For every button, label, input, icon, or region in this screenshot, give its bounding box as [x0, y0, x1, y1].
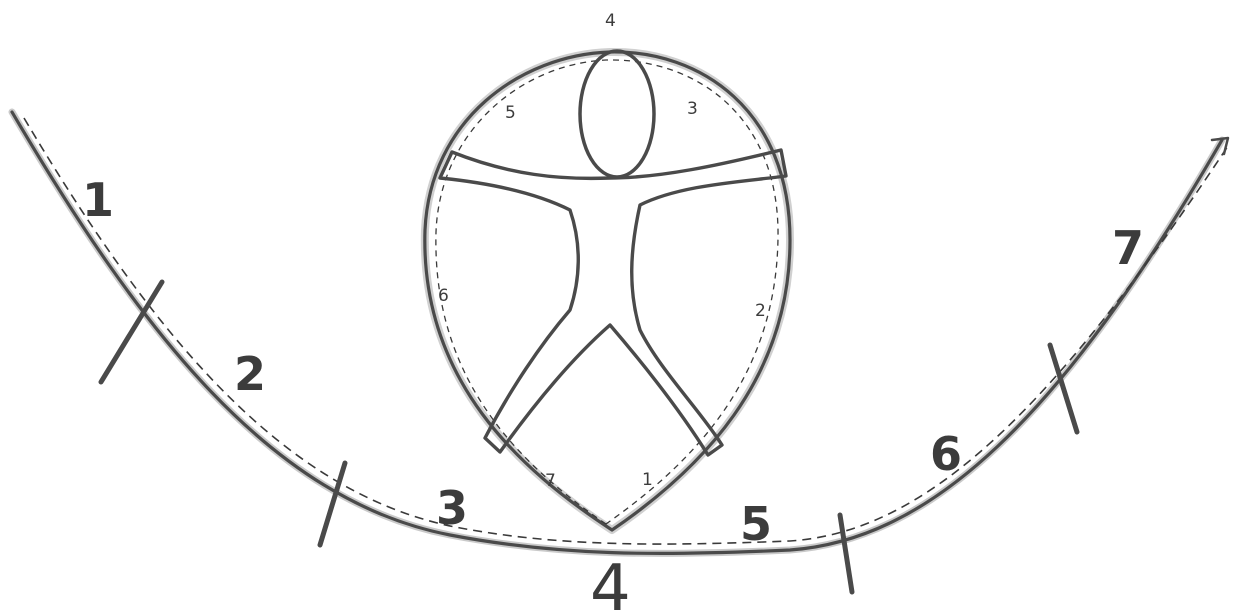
arc-label-6: 6	[930, 427, 962, 481]
arc-label-3: 3	[436, 481, 468, 535]
arc-label-4: 4	[590, 552, 631, 614]
tick-mark-2	[320, 463, 345, 545]
arc-labels: 1 2 3 4 5 6 7	[82, 173, 1144, 614]
arc-label-1: 1	[82, 173, 114, 227]
oval-label-upper-left: 5	[505, 103, 516, 123]
oval-label-upper-right: 3	[687, 99, 698, 119]
arc-label-7: 7	[1112, 221, 1144, 275]
oval-label-left: 6	[438, 286, 449, 306]
figure-head	[580, 51, 654, 177]
figure-oval	[425, 52, 790, 530]
human-figure	[440, 51, 786, 455]
oval-label-top: 4	[605, 11, 616, 31]
arc-label-2: 2	[234, 347, 266, 401]
tick-mark-3	[840, 515, 852, 592]
oval-label-right: 2	[755, 301, 766, 321]
arc-label-5: 5	[740, 497, 772, 551]
oval-label-bottom-right: 1	[642, 470, 653, 490]
oval-label-bottom-left: 7	[545, 471, 556, 491]
